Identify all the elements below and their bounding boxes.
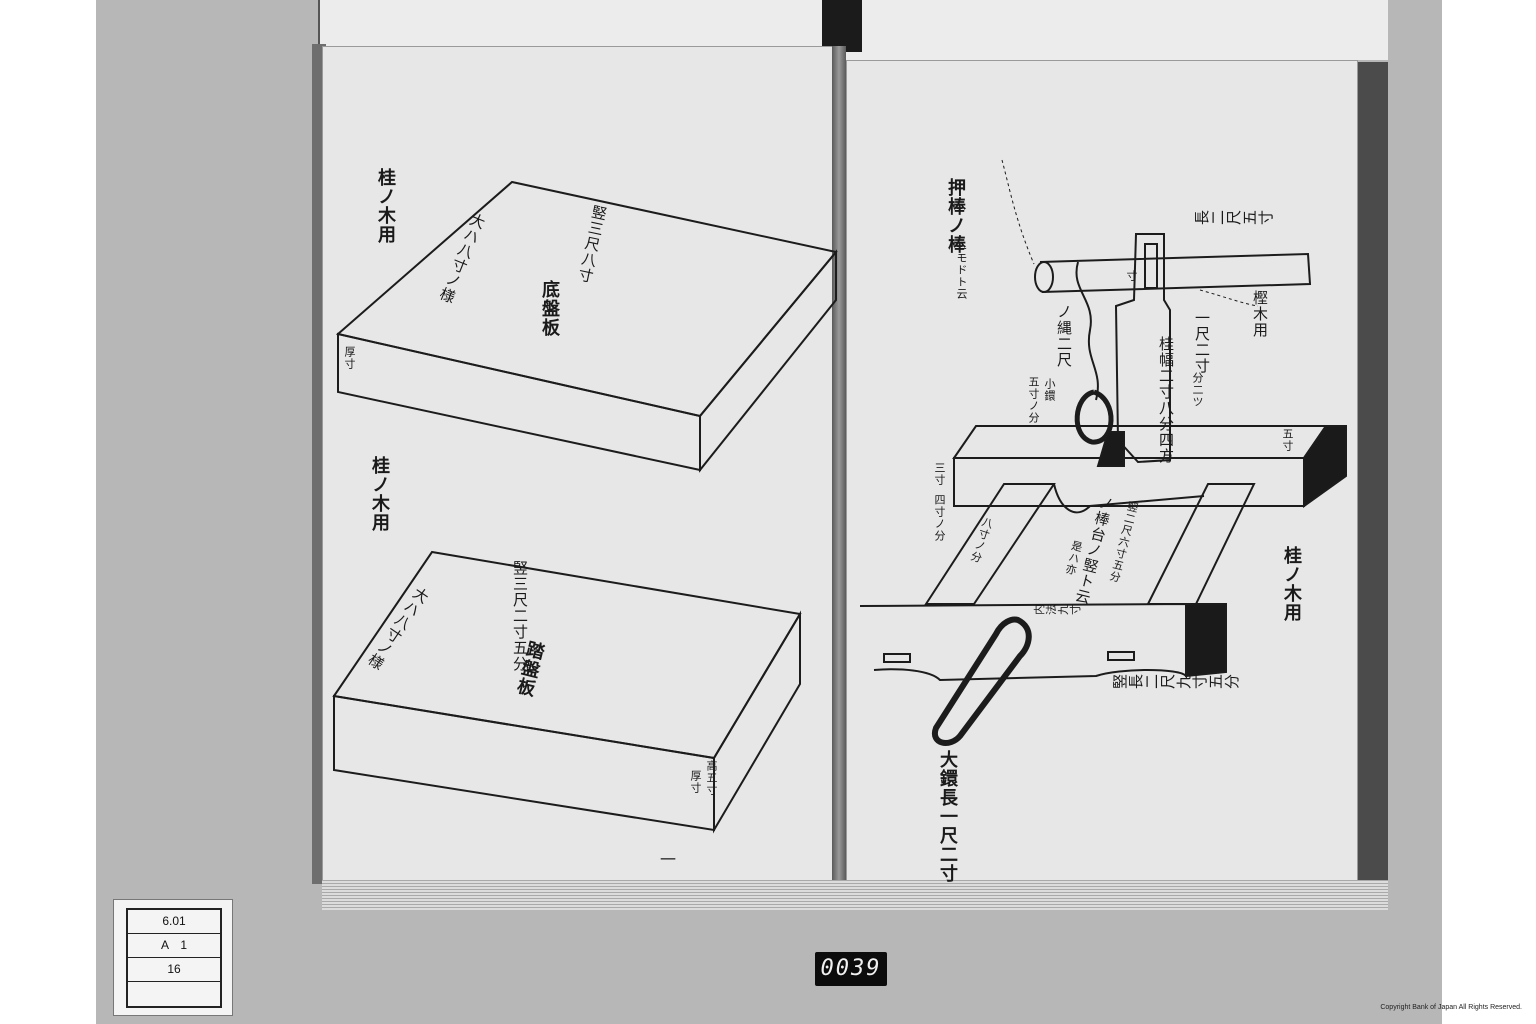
top-board-name: 底盤板 xyxy=(539,280,560,337)
press-post xyxy=(1114,233,1171,464)
large-ring xyxy=(931,616,1032,746)
frame-number-label: 0039 xyxy=(815,952,887,986)
bottom-board-face xyxy=(332,550,802,760)
wedge xyxy=(1096,431,1125,467)
post-slot xyxy=(1144,243,1158,289)
page-block-bottom xyxy=(322,880,1388,910)
catalog-card: 6.01 A 1 16 xyxy=(113,899,233,1016)
frame-number: 0039 xyxy=(820,956,882,981)
catalog-row: 16 xyxy=(128,958,220,982)
beam-left-size: 三寸 xyxy=(933,462,946,486)
press-bar-note: ニモドト云 xyxy=(955,240,968,300)
large-ring-label: 大鐶長一尺二寸 xyxy=(937,750,958,883)
catalog-row: A 1 xyxy=(128,934,220,958)
beam-front xyxy=(953,457,1305,507)
post-width: 分二ツ xyxy=(1191,372,1204,408)
rail-right xyxy=(1146,483,1256,605)
book-edge-right xyxy=(1352,62,1388,898)
beam-left-size-2: 四寸ノ分 xyxy=(933,494,946,542)
base-slot-left xyxy=(883,653,911,663)
leader-line xyxy=(1001,159,1035,265)
post-size: 一尺二寸 xyxy=(1193,310,1211,374)
page-number: 一 xyxy=(660,850,677,869)
rail-joint xyxy=(1004,483,1205,514)
left-top-wood-label: 桂ノ木用 xyxy=(375,168,396,244)
right-wood-label: 桂ノ木用 xyxy=(1281,546,1302,622)
post-dimension-label: 桂幅二寸八分四方 xyxy=(1157,336,1175,464)
top-board-front xyxy=(337,332,701,472)
post-slot-label: 寸 xyxy=(1125,270,1138,282)
rope xyxy=(1075,261,1099,401)
top-board-thickness: 厚寸 xyxy=(343,346,356,370)
bar-length: 長二尺五寸 xyxy=(1194,209,1274,227)
bar-wood: 樫木用 xyxy=(1251,290,1269,338)
right-page xyxy=(846,60,1358,890)
small-ring-label: 小鐶 xyxy=(1043,378,1056,402)
base-length: 竪長二尺九寸五分 xyxy=(1112,673,1240,691)
base-beam xyxy=(859,602,1187,682)
catalog-row: 6.01 xyxy=(128,910,220,934)
book-spine-top xyxy=(822,0,862,52)
left-page xyxy=(322,46,834,882)
press-bar-end xyxy=(1034,261,1054,293)
copyright-notice: Copyright Bank of Japan All Rights Reser… xyxy=(1380,1004,1522,1011)
top-board-face xyxy=(335,180,838,418)
beam-end xyxy=(1303,425,1347,508)
rope-label: ノ縄二尺 xyxy=(1055,304,1073,368)
base-end xyxy=(1185,603,1227,678)
bottom-board-height: 高五寸 xyxy=(705,760,718,796)
bottom-board-side xyxy=(713,610,801,834)
base-inner-note: 内法九寸 xyxy=(1033,603,1082,617)
left-bottom-wood-label: 桂ノ木用 xyxy=(369,456,390,532)
bottom-board-thickness: 厚寸 xyxy=(689,770,702,794)
press-bar-label: 押棒ノ棒 xyxy=(945,178,966,254)
beam-right-size: 五寸 xyxy=(1281,428,1294,452)
bottom-board-length: 竪三尺二寸五分 xyxy=(511,560,529,672)
base-slot-right xyxy=(1107,651,1135,661)
catalog-row xyxy=(128,982,220,1005)
press-bar xyxy=(1039,252,1312,293)
beam-top xyxy=(952,425,1328,459)
bottom-board-front xyxy=(333,694,715,832)
small-ring-size: 五寸ノ分 xyxy=(1027,376,1040,424)
top-board-side xyxy=(699,249,837,473)
small-ring xyxy=(1074,389,1114,445)
